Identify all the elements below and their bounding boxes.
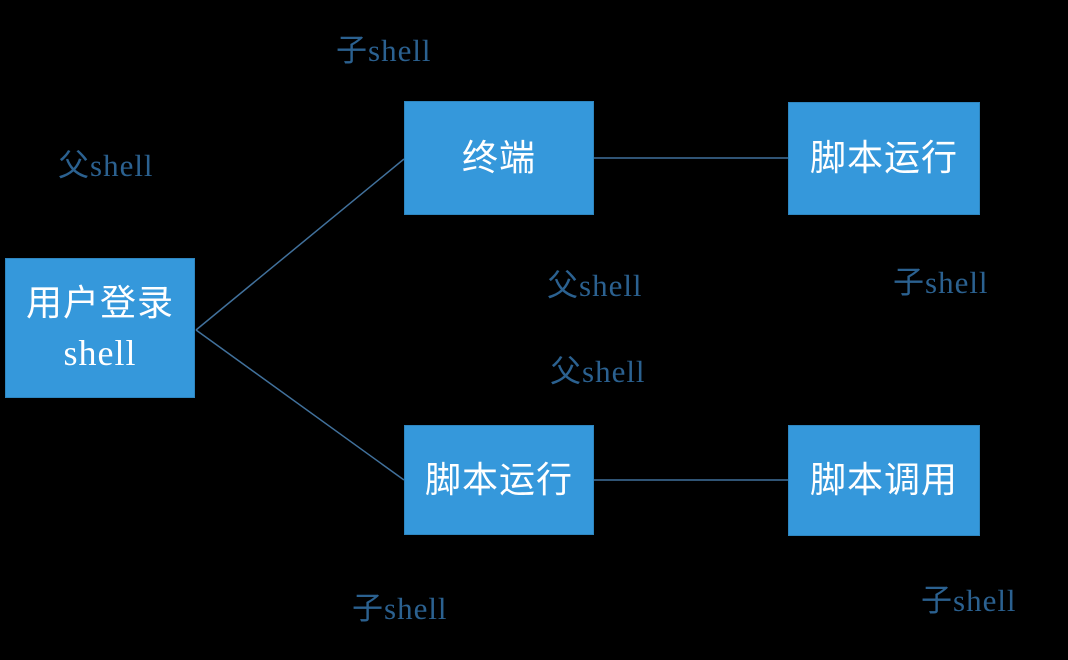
connector-userlogin-terminal: [195, 158, 405, 331]
label-parent-shell-left: 父shell: [58, 148, 154, 183]
node-script-run-bottom-label: 脚本运行: [424, 459, 573, 500]
label-child-shell-right-upper: 子shell: [893, 265, 989, 300]
label-child-shell-bottom-middle: 子shell: [352, 591, 448, 626]
node-script-run-top-label: 脚本运行: [809, 138, 958, 179]
label-child-shell-top: 子shell: [336, 33, 432, 68]
node-terminal: 终端: [404, 101, 594, 215]
node-script-run-bottom: 脚本运行: [404, 425, 594, 535]
label-child-shell-bottom-right: 子shell: [921, 583, 1017, 618]
node-user-login-shell: 用户登录 shell: [5, 258, 195, 398]
label-parent-shell-middle-upper: 父shell: [547, 268, 643, 303]
node-script-run-top: 脚本运行: [788, 102, 980, 215]
node-user-login-shell-line2: shell: [63, 333, 137, 373]
node-terminal-label: 终端: [461, 137, 536, 178]
node-user-login-shell-line1: 用户登录: [25, 282, 174, 323]
node-script-call: 脚本调用: [788, 425, 980, 536]
connector-userlogin-scriptrun: [195, 329, 405, 481]
label-parent-shell-middle-lower: 父shell: [550, 354, 646, 389]
node-script-call-label: 脚本调用: [809, 460, 958, 501]
